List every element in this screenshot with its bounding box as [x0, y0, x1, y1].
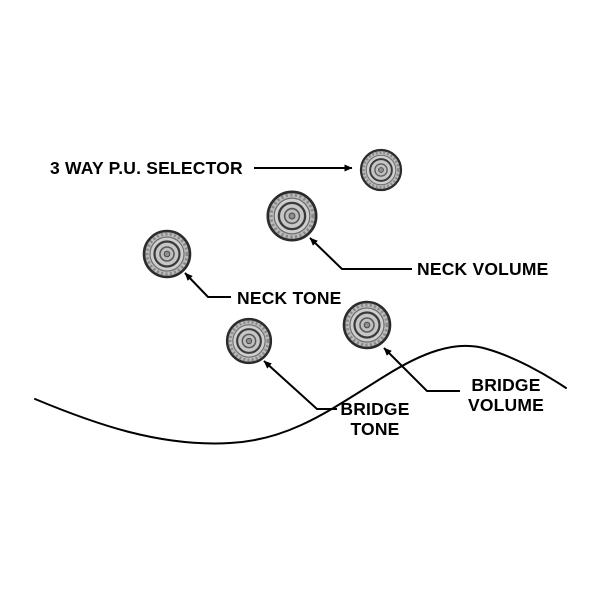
label-bridge-volume-line2: VOLUME	[468, 395, 544, 415]
leader-bridge-volume	[383, 347, 460, 392]
leader-neck-tone	[184, 272, 231, 298]
label-bridge-tone-line2: TONE	[350, 419, 399, 439]
leader-neck-volume	[309, 237, 412, 270]
guitar-body-outline	[34, 344, 567, 445]
label-bridge-volume-line1: BRIDGE	[471, 375, 540, 395]
bridge-volume-knob	[342, 300, 392, 350]
neck-volume-knob	[266, 190, 318, 242]
neck-tone-knob	[142, 229, 192, 279]
label-neck-volume: NECK VOLUME	[417, 259, 549, 279]
bridge-tone-knob	[225, 317, 273, 365]
3-way-pickup-selector	[359, 148, 403, 192]
label-neck-tone: NECK TONE	[237, 288, 342, 308]
leader-bridge-tone	[263, 360, 337, 410]
label-selector: 3 WAY P.U. SELECTOR	[50, 158, 243, 178]
label-bridge-tone-line1: BRIDGE	[340, 399, 409, 419]
